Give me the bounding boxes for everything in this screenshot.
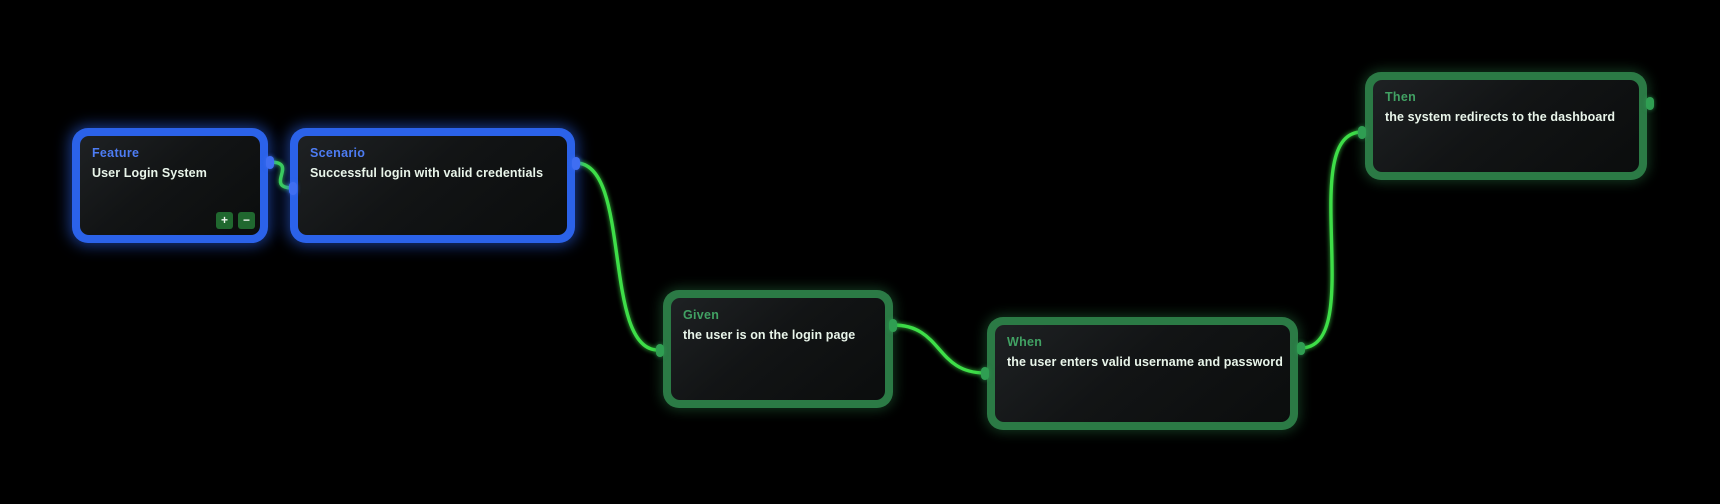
node-feature-text: User Login System	[92, 166, 207, 180]
edge-given-when[interactable]	[891, 323, 987, 375]
node-scenario-text: Successful login with valid credentials	[310, 166, 544, 180]
node-given-text: the user is on the login page	[683, 328, 856, 342]
node-then-text: the system redirects to the dashboard	[1385, 110, 1616, 124]
remove-button[interactable]: −	[238, 212, 255, 229]
handle-scenario-target[interactable]	[289, 182, 297, 195]
node-when-panel: When the user enters valid username and …	[995, 325, 1290, 422]
node-when-text: the user enters valid username and passw…	[1007, 355, 1283, 369]
handle-when-target[interactable]	[981, 367, 989, 380]
node-then-label: Then	[1385, 90, 1417, 104]
node-scenario-panel: Scenario Successful login with valid cre…	[298, 136, 567, 235]
node-feature-panel: Feature User Login System + −	[80, 136, 260, 235]
node-given[interactable]: Given the user is on the login page	[663, 290, 893, 408]
handle-then-source[interactable]	[1646, 97, 1654, 110]
node-then[interactable]: Then the system redirects to the dashboa…	[1365, 72, 1647, 180]
node-when[interactable]: When the user enters valid username and …	[987, 317, 1298, 430]
handle-when-source[interactable]	[1297, 342, 1305, 355]
node-when-label: When	[1007, 335, 1043, 349]
handle-then-target[interactable]	[1358, 126, 1366, 139]
node-scenario[interactable]: Scenario Successful login with valid cre…	[290, 128, 575, 243]
handle-scenario-source[interactable]	[572, 157, 580, 170]
node-feature[interactable]: Feature User Login System + −	[72, 128, 268, 243]
handle-feature-source[interactable]	[266, 156, 274, 169]
node-given-panel: Given the user is on the login page	[671, 298, 885, 400]
node-feature-controls: + −	[216, 212, 255, 229]
edge-when-then[interactable]	[1299, 130, 1364, 350]
node-given-label: Given	[683, 308, 720, 322]
handle-given-target[interactable]	[656, 344, 664, 357]
edge-feature-scenario[interactable]	[268, 160, 295, 190]
node-feature-label: Feature	[92, 146, 140, 160]
node-scenario-label: Scenario	[310, 146, 366, 160]
node-then-panel: Then the system redirects to the dashboa…	[1373, 80, 1639, 172]
handle-given-source[interactable]	[889, 319, 897, 332]
add-button[interactable]: +	[216, 212, 233, 229]
edge-scenario-given[interactable]	[574, 161, 660, 352]
